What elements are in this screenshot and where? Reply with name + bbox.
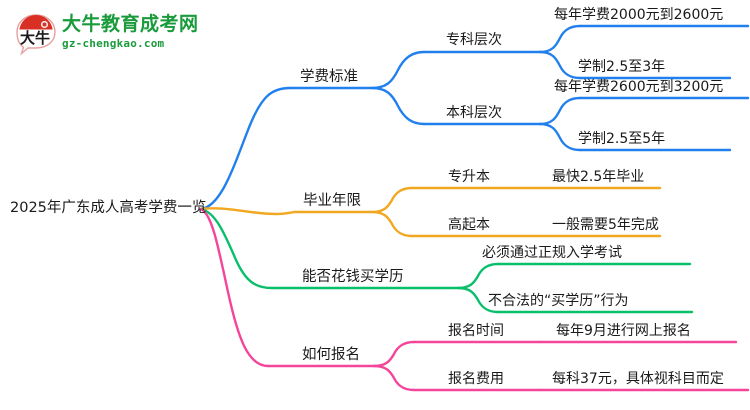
leaf-label-zhuanshengben-biye[interactable]: 最快2.5年毕业	[552, 169, 645, 185]
node-label-zhuanshengben[interactable]: 专升本	[448, 169, 490, 185]
node-label-zhuanke-cengci[interactable]: 专科层次	[446, 32, 502, 48]
leaf-label-zhuanke-xuefei[interactable]: 每年学费2000元到2600元	[554, 7, 724, 23]
logo-mark-svg: 大牛	[16, 14, 56, 56]
leaf-label-gaoqiben-biye[interactable]: 一般需要5年完成	[552, 217, 659, 233]
leaf-label-zhenggui-ruxue-kaoshi[interactable]: 必须通过正规入学考试	[482, 245, 622, 261]
branch-3-edges	[199, 207, 694, 314]
branch-2-edges	[199, 186, 662, 238]
branch-1-edges	[199, 24, 750, 211]
leaf-label-benke-xuezhi[interactable]: 学制2.5至5年	[578, 131, 666, 147]
leaf-label-baoming-feiyong-detail[interactable]: 每科37元，具体视科目而定	[552, 371, 724, 387]
site-logo: 大牛 大牛教育成考网 gz-chengkao.com	[14, 10, 229, 58]
node-label-gaoqiben[interactable]: 高起本	[448, 217, 490, 233]
node-label-baoming-shijian[interactable]: 报名时间	[448, 323, 504, 339]
branch-label-ruhe-baoming[interactable]: 如何报名	[302, 347, 360, 363]
node-label-baoming-feiyong[interactable]: 报名费用	[448, 371, 504, 387]
branch-4-edges	[199, 207, 750, 392]
branch-label-xuefeibiaozhun[interactable]: 学费标准	[300, 69, 358, 85]
node-label-benke-cengci[interactable]: 本科层次	[446, 105, 502, 121]
leaf-label-zhuanke-xuezhi[interactable]: 学制2.5至3年	[578, 59, 666, 75]
leaf-label-baoming-shijian-detail[interactable]: 每年9月进行网上报名	[556, 323, 691, 339]
mindmap-root-label[interactable]: 2025年广东成人高考学费一览	[10, 200, 207, 216]
speech-bubble-logo-icon: 大牛	[14, 12, 58, 56]
branch-label-biye-nianxian[interactable]: 毕业年限	[303, 193, 361, 209]
leaf-label-buhefa-mai-xueli[interactable]: 不合法的“买学历”行为	[488, 293, 629, 309]
branch-label-nengfou-huaqian-mai-xueli[interactable]: 能否花钱买学历	[302, 269, 404, 285]
leaf-label-benke-xuefei[interactable]: 每年学费2600元到3200元	[554, 79, 724, 95]
logo-subtitle: gz-chengkao.com	[62, 37, 165, 50]
logo-title: 大牛教育成考网	[62, 13, 199, 35]
logo-mark-text: 大牛	[20, 29, 50, 47]
